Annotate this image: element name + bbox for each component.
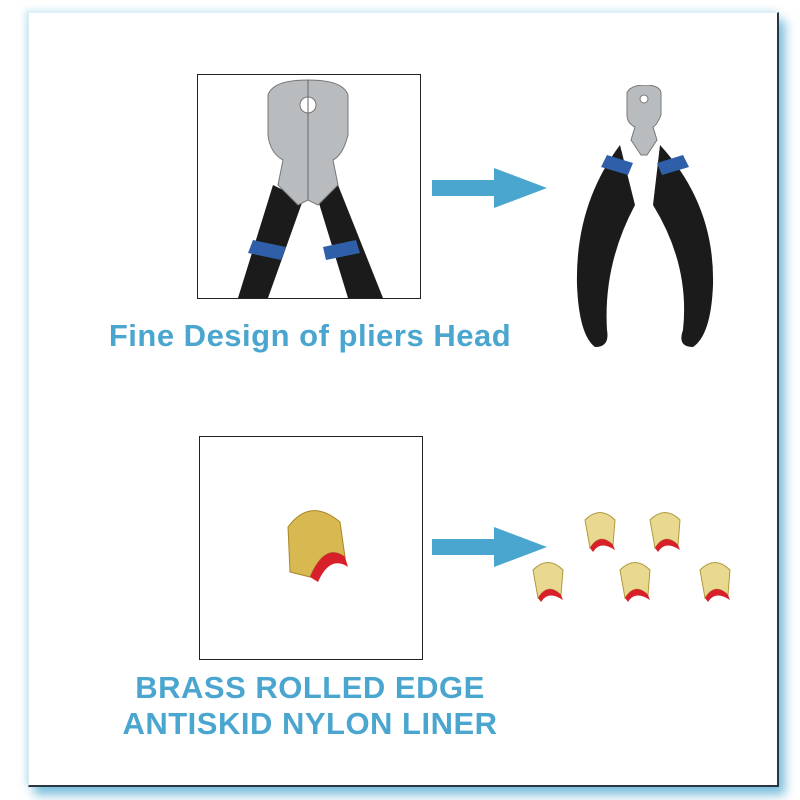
pliers-full-image [565,85,725,350]
brass-liner-image [287,510,348,582]
pliers-head-closeup-frame [197,74,421,299]
liner-pieces-image [525,505,745,615]
arrow-right-icon [432,168,547,208]
liner-caption-line2: ANTISKID NYLON LINER [122,706,498,741]
pliers-head-caption: Fine Design of pliers Head [108,318,512,353]
liner-closeup-frame [199,436,423,660]
pliers-head-closeup-image [238,79,383,298]
liner-caption-line1: BRASS ROLLED EDGE [135,670,485,705]
arrow-right-icon [432,527,547,567]
